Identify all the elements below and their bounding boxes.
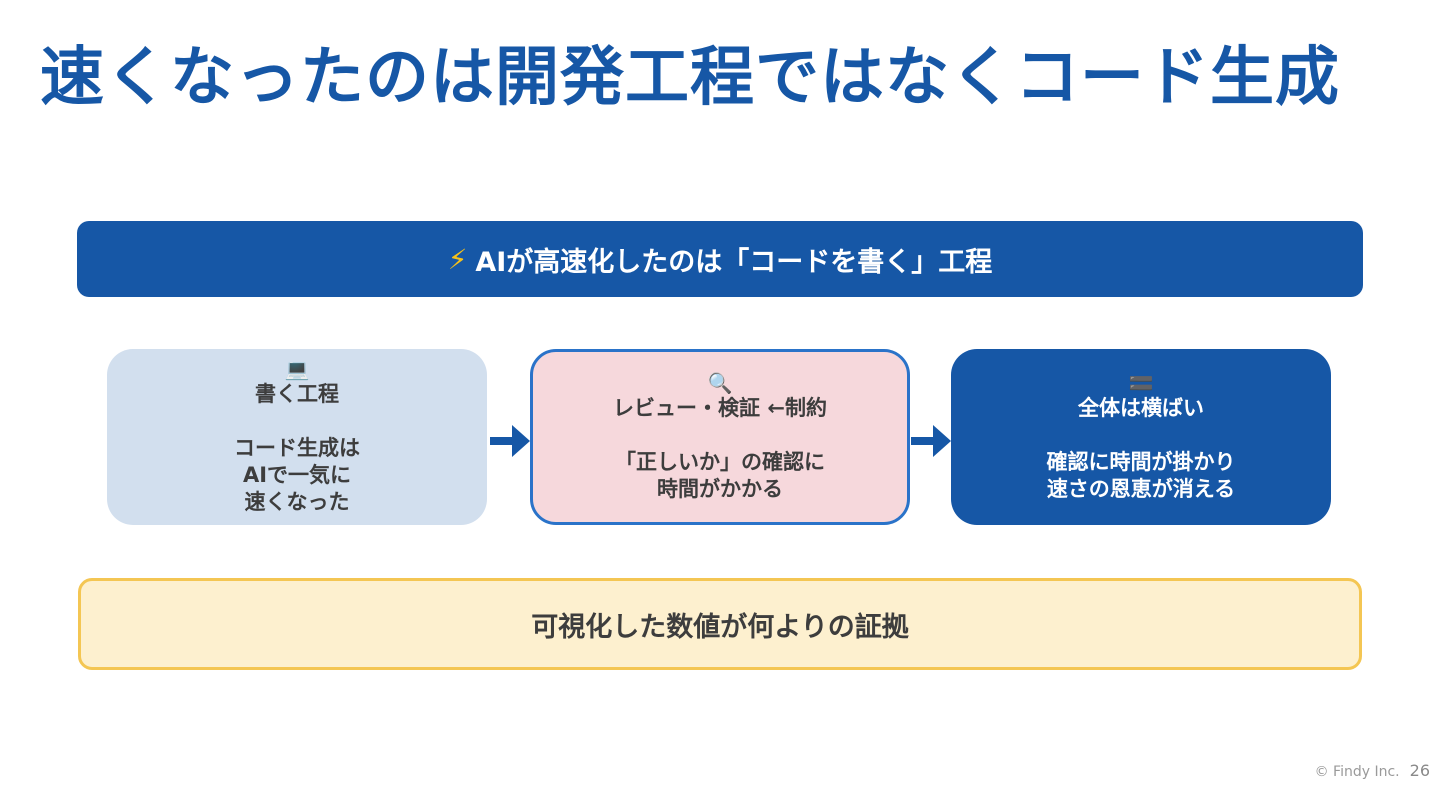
equals-icon: 🟰 [1128, 370, 1154, 395]
copyright: © Findy Inc. [1314, 764, 1400, 780]
arrow-right-icon [490, 425, 530, 457]
arrow-right-icon [911, 425, 951, 457]
step-review-description: 「正しいか」の確認に 時間がかかる [615, 449, 825, 503]
summary-banner: ⚡ AIが高速化したのは「コードを書く」工程 [77, 221, 1363, 297]
lightning-icon: ⚡ [447, 242, 468, 276]
callout-text: 可視化した数値が何よりの証拠 [531, 611, 909, 643]
step-overall: 🟰 全体は横ばい 確認に時間が掛かり 速さの恩恵が消える [951, 349, 1331, 525]
step-overall-line: 確認に時間が掛かり [1046, 449, 1236, 474]
step-overall-heading: 全体は横ばい [1078, 395, 1204, 420]
step-overall-description: 確認に時間が掛かり 速さの恩恵が消える [1047, 449, 1236, 503]
magnifier-icon: 🔍 [707, 370, 733, 395]
slide-title: 速くなったのは開発工程ではなくコード生成 [40, 41, 1340, 115]
banner-text: AIが高速化したのは「コードを書く」工程 [475, 246, 993, 278]
laptop-icon: 💻 [284, 357, 310, 381]
step-review: 🔍 レビュー・検証 ←制約 「正しいか」の確認に 時間がかかる [530, 349, 910, 525]
step-review-line: 「正しいか」の確認に [615, 449, 825, 474]
step-writing-line: AIで一気に [242, 463, 352, 487]
step-writing-heading: 書く工程 [255, 382, 339, 406]
step-writing-line: コード生成は [234, 436, 360, 460]
step-writing-description: コード生成は AIで一気に 速くなった [234, 435, 360, 516]
step-overall-line: 速さの恩恵が消える [1046, 476, 1236, 501]
slide-footer: © Findy Inc. 26 [1315, 761, 1430, 780]
step-review-heading: レビュー・検証 ←制約 [613, 395, 827, 420]
step-writing: 💻 書く工程 コード生成は AIで一気に 速くなった [107, 349, 487, 525]
step-writing-line: 速くなった [244, 490, 350, 514]
evidence-callout: 可視化した数値が何よりの証拠 [78, 578, 1362, 670]
page-number: 26 [1409, 761, 1430, 780]
step-review-line: 時間がかかる [657, 476, 783, 501]
